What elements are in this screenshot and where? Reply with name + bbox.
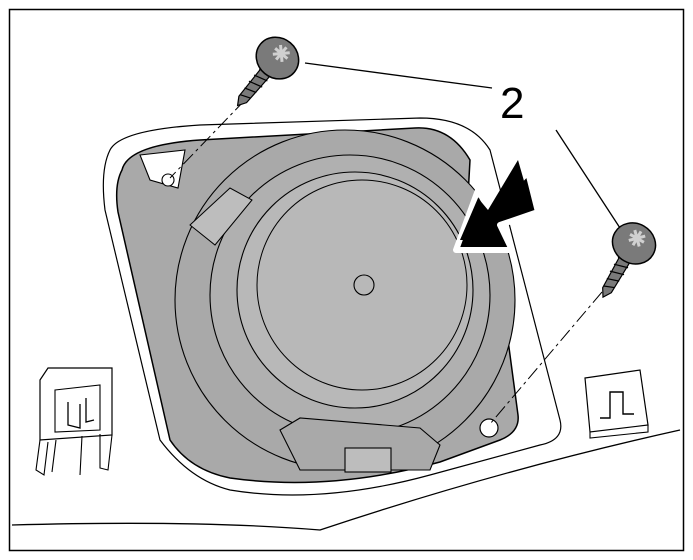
screw-top [236, 36, 300, 107]
removal-arrow-shaft [460, 160, 530, 240]
speaker-center-hole [353, 274, 375, 296]
latch-block [344, 447, 392, 473]
mounting-clip-left [35, 367, 113, 476]
screw-bottom [602, 222, 657, 299]
cover-tab [189, 187, 253, 246]
callout-label: 2 [500, 79, 525, 128]
screw-hole-bottom [479, 418, 499, 438]
guide-line-top [169, 99, 246, 179]
bottom-latch [279, 417, 441, 471]
panel-outline [11, 429, 681, 531]
leader-line-bottom [555, 129, 621, 229]
leader-line-top [304, 62, 493, 89]
frame-border [8, 8, 685, 552]
guide-line-bottom [489, 291, 603, 425]
mounting-clip-right [584, 369, 649, 439]
